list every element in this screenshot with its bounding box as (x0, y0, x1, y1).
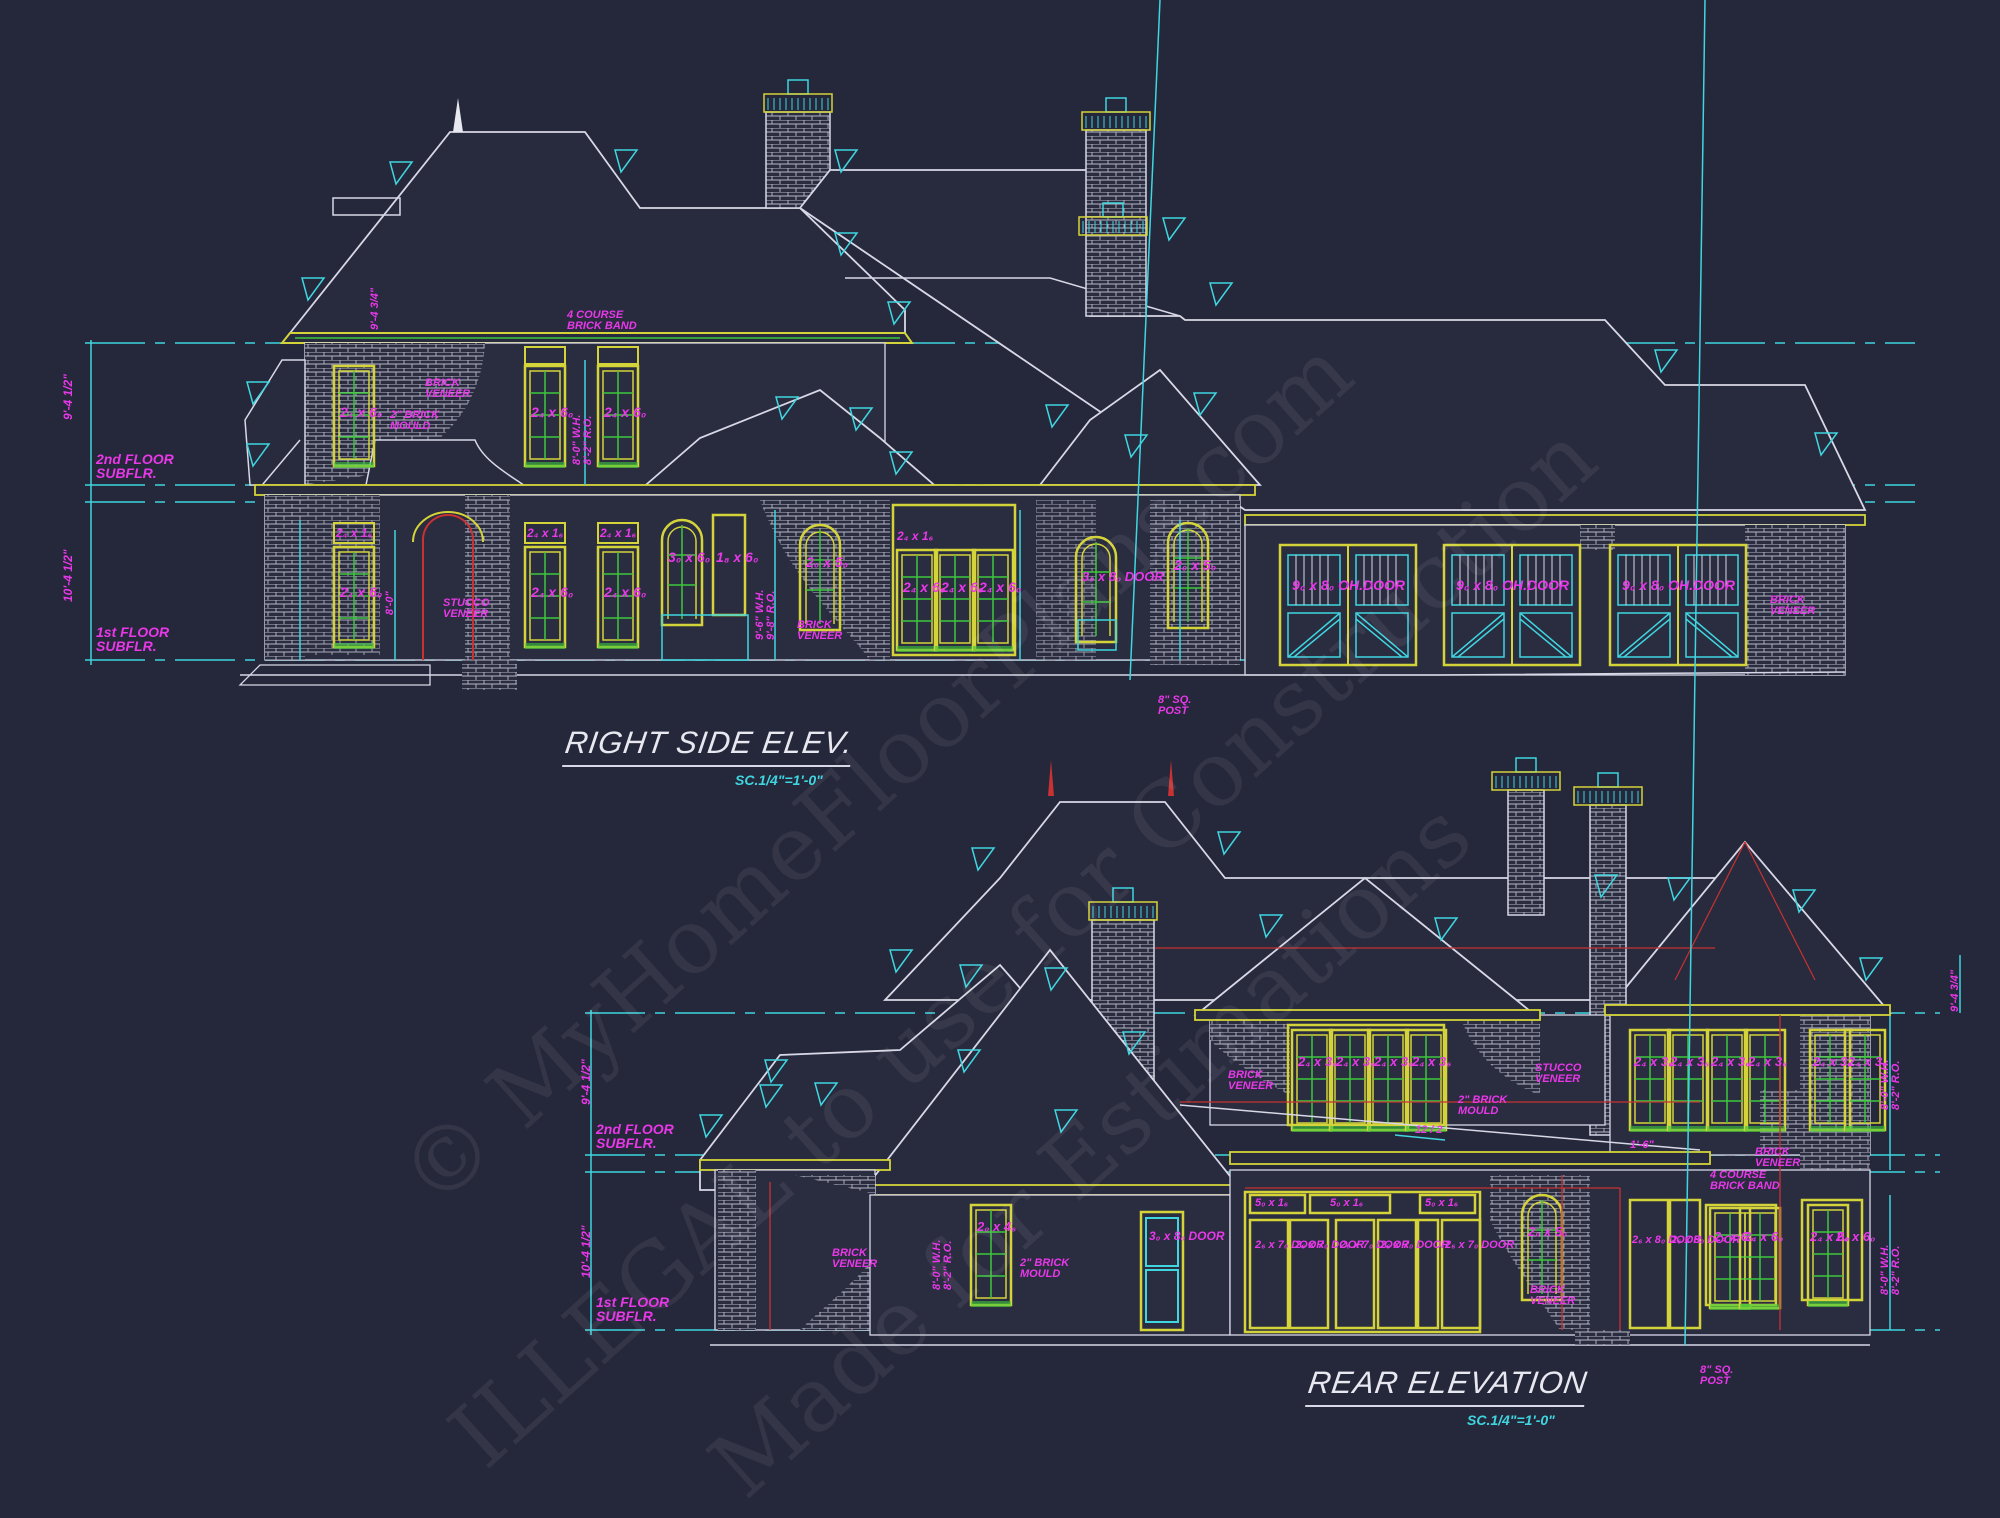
rse-window-tag: 2₄ x 1₆ (897, 529, 934, 543)
re-brick-veneer-note-3: BRICK VENEER (1530, 1284, 1576, 1307)
rse-dim-lower: 10'-4 1/2" (61, 549, 75, 602)
rse-dim-upper: 9'-4 1/2" (61, 374, 75, 420)
re-door-tag: 2₆ x 7₀ DOOR (1445, 1239, 1515, 1251)
re-door-tag: 2₆ x 7₀ DOOR (1255, 1239, 1325, 1251)
rse-window-tag: 2₄ x 1₆ (336, 526, 373, 540)
rse-plate-dim: 9'-4 3/4" (369, 287, 381, 330)
re-door-tag: 2₆ x 7₀ DOOR (1340, 1239, 1410, 1251)
right-side-elevation (85, 0, 1915, 690)
re-window-tag: 2₄ x 3₆ (1336, 1054, 1376, 1069)
re-overhang-dim: 1'-6" (1630, 1139, 1654, 1151)
re-2nd-floor-label: 2nd FLOOR SUBFLR. (596, 1121, 674, 1151)
re-window-tag: 2₄ x 3₆ (1412, 1054, 1452, 1069)
re-door-tag: 2₆ x 8₀ DOOR (1671, 1234, 1741, 1246)
re-slope-note: 12 / 2 (1415, 1124, 1443, 1136)
re-window-tag: 2₄ x 3₆ (1711, 1054, 1751, 1069)
re-win-head-note-3: 8'-0" W.H. 8'-2" R.O. (931, 1239, 954, 1290)
rse-window-tag: 1₈ x 6₀ (716, 549, 759, 565)
right-side-elevation-scale: SC.1/4"=1'-0" (735, 772, 823, 788)
re-window-tag: 2₀ x 4₆ (977, 1219, 1017, 1234)
re-window-tag: 2₄ x 6₀ (1836, 1229, 1876, 1244)
rse-stucco-veneer-note: STUCCO VENEER (443, 597, 490, 620)
rse-2nd-floor-label: 2nd FLOOR SUBFLR. (96, 451, 174, 481)
re-transom-tag: 5₀ x 1₆ (1255, 1197, 1289, 1209)
rse-post-note: 8" SQ. POST (1158, 694, 1192, 717)
right-side-elevation-title: RIGHT SIDE ELEV. (562, 725, 856, 767)
re-brick-veneer-note: BRICK VENEER (1228, 1069, 1274, 1092)
rse-garage-door-tag: 9₀ x 8₀ OH.DOOR (1292, 577, 1405, 593)
re-door-tag: 2₆ x 7₀ DOOR (1380, 1239, 1450, 1251)
re-brick-band-note: 4 COURSE BRICK BAND (1710, 1169, 1780, 1192)
rse-window-tag: 2₄ x 6₀ (903, 579, 946, 595)
re-brick-mould-note: 2" BRICK MOULD (1458, 1094, 1508, 1117)
rse-win-head-note-b: 9'-6" W.H. 9'-8" R.O. (754, 589, 777, 640)
re-window-tag: 2₄ x 6₀ (1810, 1229, 1850, 1244)
re-window-tag: 2₄ x 3₆ (1813, 1054, 1853, 1069)
re-window-tag: 2₀ x 5₀ (1528, 1224, 1568, 1239)
rse-brick-veneer-note-2: BRICK VENEER (797, 619, 843, 642)
re-stucco-veneer-note: STUCCO VENEER (1535, 1062, 1582, 1085)
re-door-tag: 3₀ x 8₀ DOOR (1149, 1229, 1225, 1243)
rse-door-tag: 3₀ x 8₀ DOOR (1082, 569, 1164, 584)
rear-elevation-title: REAR ELEVATION (1305, 1365, 1590, 1407)
re-window-tag: 2₄ x 3₆ (1670, 1054, 1710, 1069)
rear-elevation-scale: SC.1/4"=1'-0" (1467, 1412, 1555, 1428)
rse-window-tag: 2₄ x 6₀ (979, 579, 1022, 595)
rse-window-tag: 2₄ x 6₀ (531, 584, 574, 600)
rse-win-head-note: 8'-0" W.H. 8'-2" R.O. (571, 414, 594, 465)
re-window-tag: 2₄ x 3₆ (1848, 1054, 1888, 1069)
re-brick-mould-note-2: 2" BRICK MOULD (1020, 1257, 1070, 1280)
re-win-head-note-2: 8'-0" W.H. 8'-2" R.O. (1879, 1244, 1902, 1295)
re-transom-tag: 5₀ x 1₆ (1425, 1197, 1459, 1209)
re-brick-veneer-note-2: BRICK VENEER (1755, 1146, 1801, 1169)
rse-brick-band-note: 4 COURSE BRICK BAND (567, 309, 637, 332)
re-window-tag: 2₄ x 3₆ (1374, 1054, 1414, 1069)
re-plate-dim: 9'-4 3/4" (1949, 969, 1961, 1012)
rear-elevation (585, 0, 1961, 1346)
rse-window-tag: 2₄ x 6₀ (531, 404, 574, 420)
re-dim-lower: 10'-4 1/2" (579, 1225, 593, 1278)
re-dim-upper: 9'-4 1/2" (579, 1059, 593, 1105)
re-window-tag: 2₄ x 6₀ (1744, 1229, 1784, 1244)
rse-window-tag: 2₄ x 6₀ (604, 584, 647, 600)
re-door-tag: 2₆ x 8₀ DOOR (1632, 1234, 1702, 1246)
rse-brick-veneer-note: BRICK VENEER (425, 377, 471, 400)
rse-garage-door-tag: 9₀ x 8₀ OH.DOOR (1622, 577, 1735, 593)
rse-door-dim: 8'-0" (384, 591, 396, 615)
re-post-note: 8" SQ. POST (1700, 1364, 1734, 1387)
rse-brick-veneer-note-3: BRICK VENEER (1770, 594, 1816, 617)
rse-window-tag: 2₄ x 6₀ (941, 579, 984, 595)
re-window-tag: 2₄ x 3₆ (1298, 1054, 1338, 1069)
rse-garage-door-tag: 9₀ x 8₀ OH.DOOR (1456, 577, 1569, 593)
re-1st-floor-label: 1st FLOOR SUBFLR. (596, 1294, 670, 1324)
rse-window-tag: 3₀ x 6₀ (668, 549, 711, 565)
rse-window-tag: 2₄ x 1₆ (527, 526, 564, 540)
rse-window-tag: 2₀ x 5₀ (1174, 557, 1217, 573)
rse-1st-floor-label: 1st FLOOR SUBFLR. (96, 624, 170, 654)
re-window-tag: 2₄ x 6₀ (1714, 1229, 1754, 1244)
rse-window-tag: 2₀ x 5₀ (806, 554, 849, 570)
re-window-tag: 2₄ x 3₆ (1748, 1054, 1788, 1069)
rse-window-tag: 2₄ x 6₀ (340, 584, 383, 600)
re-brick-veneer-note-4: BRICK VENEER (832, 1247, 878, 1270)
re-door-tag: 2₆ x 7₀ DOOR (1295, 1239, 1365, 1251)
rse-window-tag: 2₄ x 6₀ (340, 404, 383, 420)
rse-window-tag: 2₄ x 6₀ (604, 404, 647, 420)
rse-brick-mould-note: 2" BRICK MOULD (390, 409, 440, 432)
rse-window-tag: 2₄ x 1₆ (600, 526, 637, 540)
re-window-tag: 2₄ x 3₆ (1634, 1054, 1674, 1069)
re-transom-tag: 5₀ x 1₆ (1330, 1197, 1364, 1209)
